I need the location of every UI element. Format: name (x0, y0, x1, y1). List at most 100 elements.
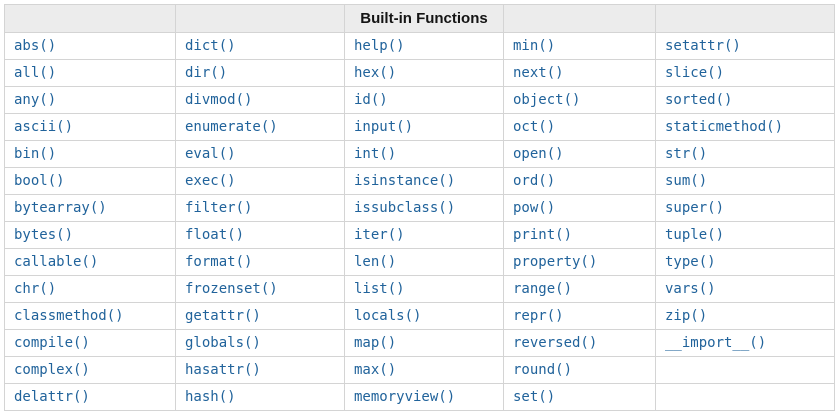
table-cell: slice() (655, 59, 835, 87)
function-link[interactable]: slice() (665, 65, 725, 81)
function-link[interactable]: locals() (354, 308, 422, 324)
table-cell: setattr() (655, 32, 835, 60)
function-link[interactable]: set() (513, 389, 556, 405)
function-link[interactable]: ascii() (14, 119, 74, 135)
function-link[interactable]: help() (354, 38, 405, 54)
table-row: callable() format() len() property() type() (4, 248, 835, 276)
function-link[interactable]: chr() (14, 281, 57, 297)
function-link[interactable]: delattr() (14, 389, 90, 405)
function-link[interactable]: format() (185, 254, 253, 270)
function-link[interactable]: compile() (14, 335, 90, 351)
function-link[interactable]: frozenset() (185, 281, 278, 297)
table-cell: divmod() (175, 86, 345, 114)
function-link[interactable]: range() (513, 281, 573, 297)
function-link[interactable]: bool() (14, 173, 65, 189)
function-link[interactable]: getattr() (185, 308, 261, 324)
function-link[interactable]: input() (354, 119, 414, 135)
function-link[interactable]: super() (665, 200, 725, 216)
function-link[interactable]: __import__() (665, 335, 767, 351)
function-link[interactable]: reversed() (513, 335, 598, 351)
function-link[interactable]: dict() (185, 38, 236, 54)
builtin-functions-table: Built-in Functions abs() dict() help() min(… (4, 4, 835, 411)
table-cell: next() (503, 59, 656, 87)
function-link[interactable]: isinstance() (354, 173, 456, 189)
function-link[interactable]: hex() (354, 65, 397, 81)
function-link[interactable]: property() (513, 254, 598, 270)
function-link[interactable]: any() (14, 92, 57, 108)
function-link[interactable]: zip() (665, 308, 708, 324)
table-cell: bool() (4, 167, 176, 195)
table-cell: callable() (4, 248, 176, 276)
table-cell: range() (503, 275, 656, 303)
table-cell: pow() (503, 194, 656, 222)
function-link[interactable]: callable() (14, 254, 99, 270)
function-link[interactable]: bin() (14, 146, 57, 162)
function-link[interactable]: list() (354, 281, 405, 297)
table-header-cell-empty (655, 4, 835, 33)
table-row: ascii() enumerate() input() oct() staticmeth… (4, 113, 835, 141)
table-cell: bytes() (4, 221, 176, 249)
table-cell: complex() (4, 356, 176, 384)
function-link[interactable]: map() (354, 335, 397, 351)
function-link[interactable]: enumerate() (185, 119, 278, 135)
function-link[interactable]: max() (354, 362, 397, 378)
function-link[interactable]: hash() (185, 389, 236, 405)
function-link[interactable]: repr() (513, 308, 564, 324)
function-link[interactable]: oct() (513, 119, 556, 135)
function-link[interactable]: next() (513, 65, 564, 81)
table-cell: abs() (4, 32, 176, 60)
function-link[interactable]: setattr() (665, 38, 741, 54)
function-link[interactable]: memoryview() (354, 389, 456, 405)
function-link[interactable]: divmod() (185, 92, 253, 108)
table-cell-empty (655, 356, 835, 384)
function-link[interactable]: len() (354, 254, 397, 270)
function-link[interactable]: print() (513, 227, 573, 243)
function-link[interactable]: ord() (513, 173, 556, 189)
table-row: delattr() hash() memoryview() set() (4, 383, 835, 411)
table-cell: getattr() (175, 302, 345, 330)
function-link[interactable]: classmethod() (14, 308, 124, 324)
table-cell: ascii() (4, 113, 176, 141)
function-link[interactable]: filter() (185, 200, 253, 216)
function-link[interactable]: dir() (185, 65, 228, 81)
function-link[interactable]: staticmethod() (665, 119, 784, 135)
table-cell: min() (503, 32, 656, 60)
table-cell: sorted() (655, 86, 835, 114)
function-link[interactable]: float() (185, 227, 245, 243)
function-link[interactable]: id() (354, 92, 388, 108)
function-link[interactable]: globals() (185, 335, 261, 351)
function-link[interactable]: tuple() (665, 227, 725, 243)
function-link[interactable]: type() (665, 254, 716, 270)
function-link[interactable]: complex() (14, 362, 90, 378)
table-cell: dir() (175, 59, 345, 87)
function-link[interactable]: open() (513, 146, 564, 162)
function-link[interactable]: min() (513, 38, 556, 54)
function-link[interactable]: all() (14, 65, 57, 81)
function-link[interactable]: abs() (14, 38, 57, 54)
function-link[interactable]: str() (665, 146, 708, 162)
table-cell: type() (655, 248, 835, 276)
table-title: Built-in Functions (344, 4, 504, 33)
function-link[interactable]: eval() (185, 146, 236, 162)
function-link[interactable]: bytearray() (14, 200, 107, 216)
table-cell: staticmethod() (655, 113, 835, 141)
table-cell: hasattr() (175, 356, 345, 384)
function-link[interactable]: pow() (513, 200, 556, 216)
function-link[interactable]: sum() (665, 173, 708, 189)
table-cell: map() (344, 329, 504, 357)
table-cell: int() (344, 140, 504, 168)
table-header-cell-empty (175, 4, 345, 33)
function-link[interactable]: exec() (185, 173, 236, 189)
function-link[interactable]: vars() (665, 281, 716, 297)
function-link[interactable]: hasattr() (185, 362, 261, 378)
function-link[interactable]: issubclass() (354, 200, 456, 216)
function-link[interactable]: int() (354, 146, 397, 162)
function-link[interactable]: iter() (354, 227, 405, 243)
function-link[interactable]: bytes() (14, 227, 74, 243)
table-cell: tuple() (655, 221, 835, 249)
function-link[interactable]: sorted() (665, 92, 733, 108)
function-link[interactable]: round() (513, 362, 573, 378)
table-row: bytearray() filter() issubclass() pow() supe… (4, 194, 835, 222)
function-link[interactable]: object() (513, 92, 581, 108)
